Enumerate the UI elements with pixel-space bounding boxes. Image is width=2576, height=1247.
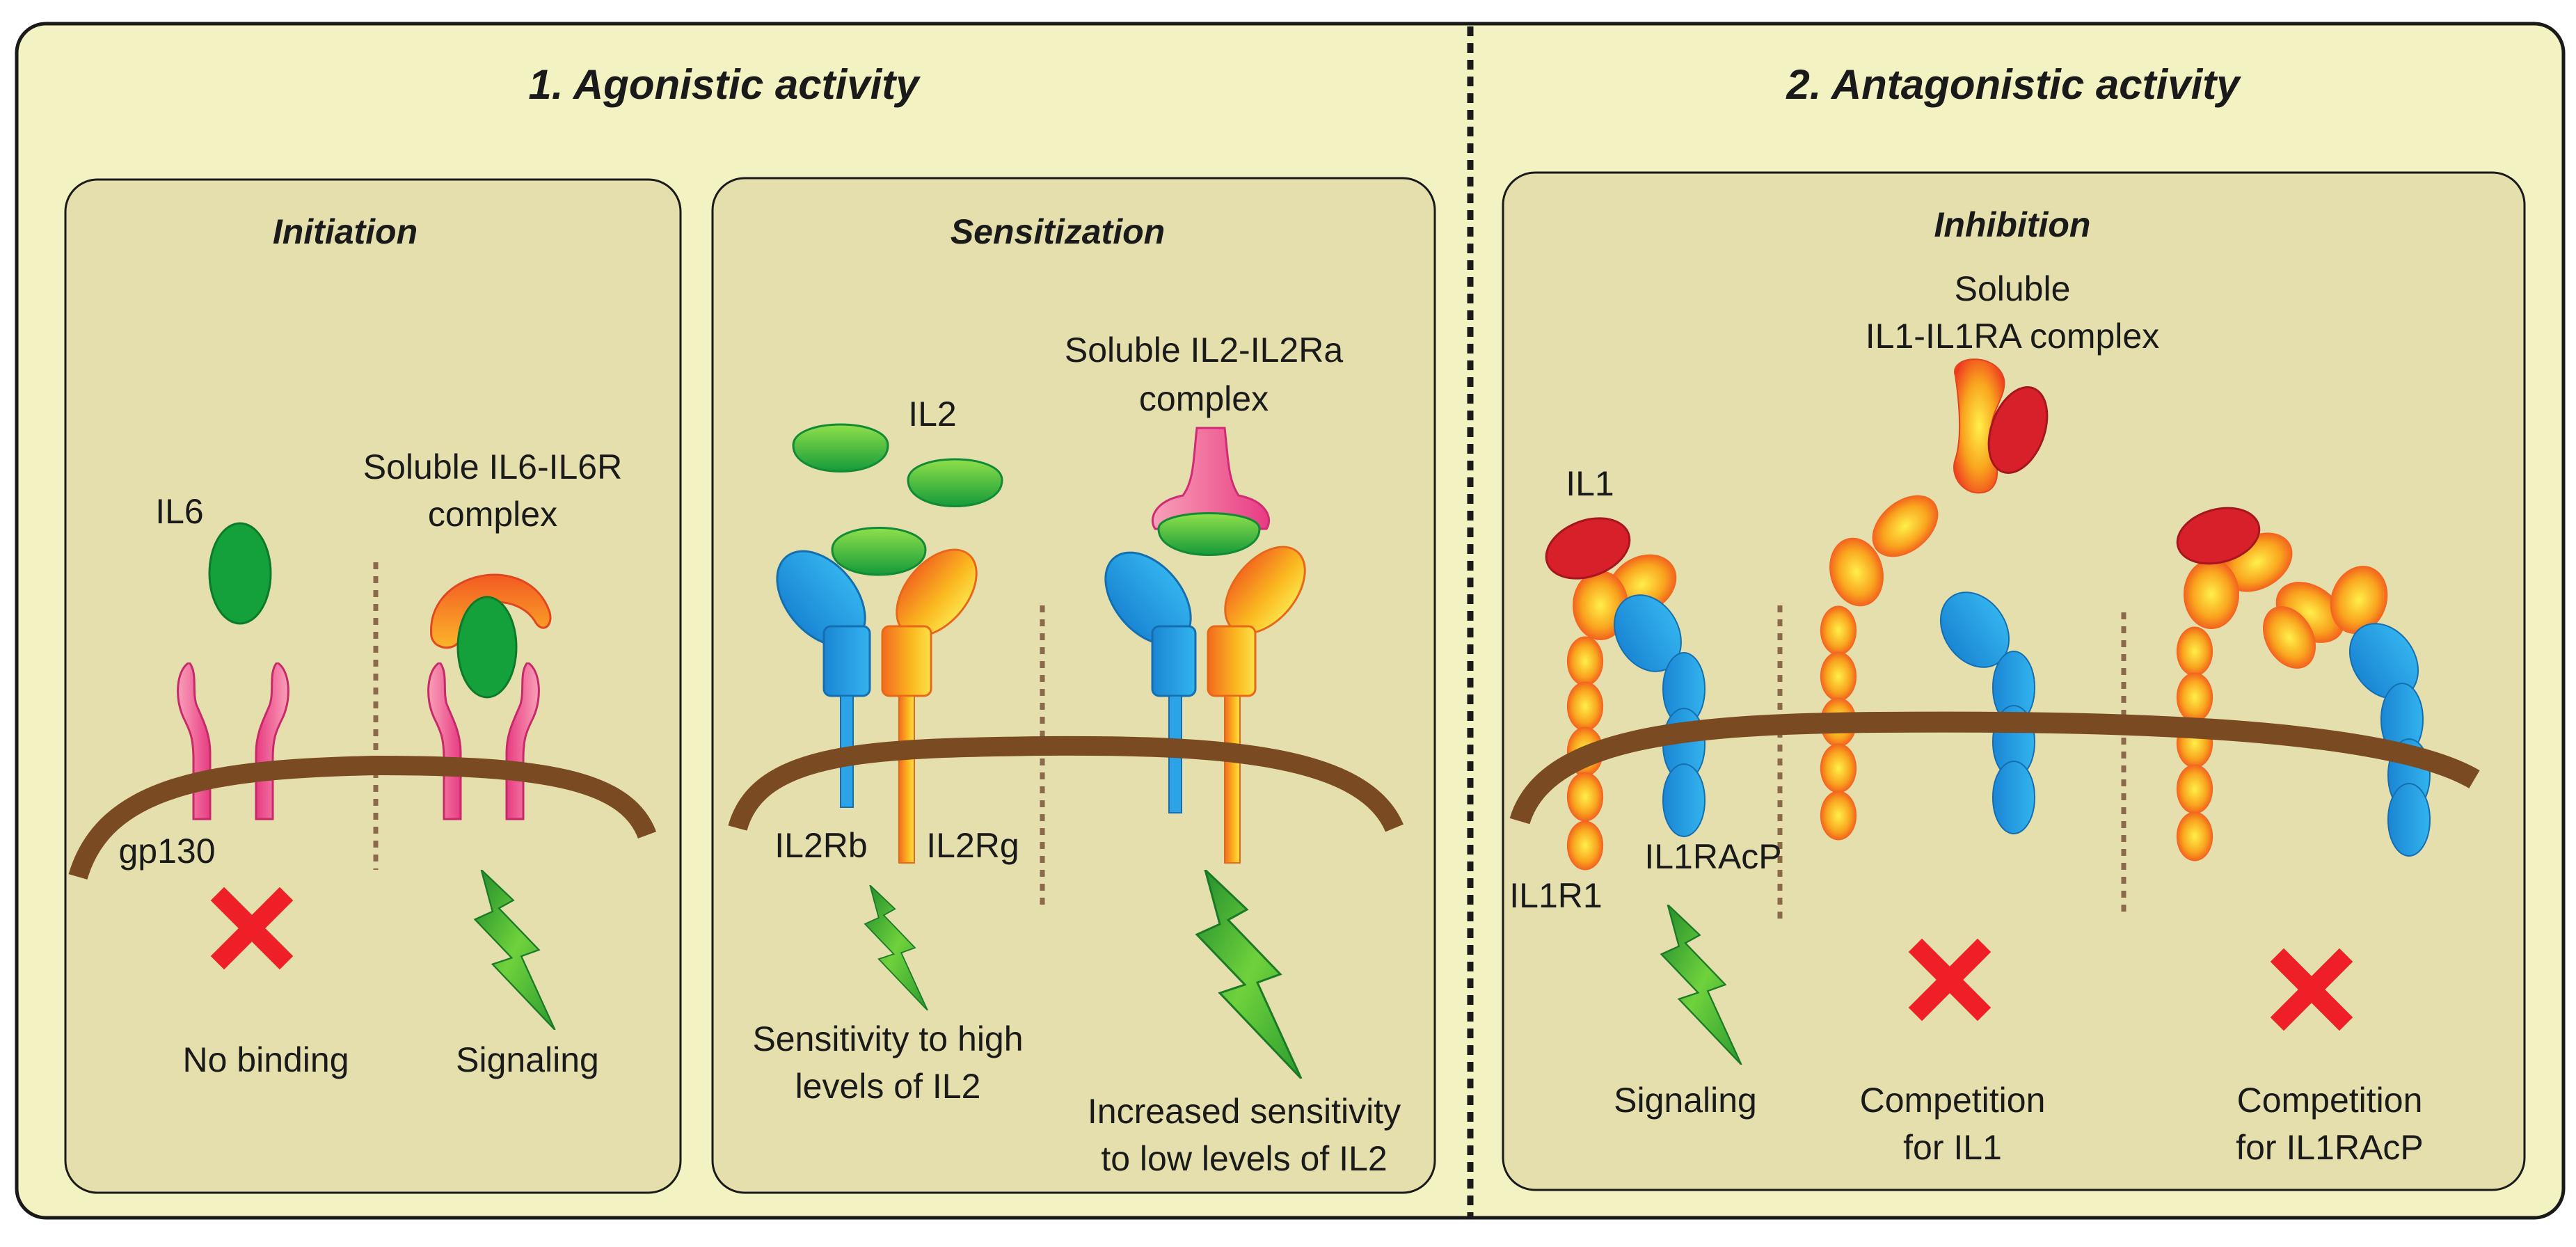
il2rg-receptor-left bbox=[881, 548, 978, 864]
label-competition-il1racp-line2: for IL1RAcP bbox=[2236, 1128, 2424, 1167]
label-il6: IL6 bbox=[155, 492, 204, 531]
panel-title-inhibition: Inhibition bbox=[1934, 205, 2091, 244]
label-sensitivity-low-line2: to low levels of IL2 bbox=[1101, 1139, 1387, 1178]
il2-ligand-1 bbox=[792, 423, 889, 472]
il6-ligand bbox=[208, 522, 272, 625]
il1-ligand-group3 bbox=[2176, 507, 2261, 565]
label-competition-il1-line2: for IL1 bbox=[1903, 1128, 2002, 1167]
il1-il1ra-soluble-complex bbox=[1953, 358, 2049, 494]
label-competition-il1racp-line1: Competition bbox=[2237, 1081, 2423, 1120]
label-gp130: gp130 bbox=[118, 832, 215, 871]
cell-membrane-sensitization bbox=[728, 736, 1404, 832]
label-il1racp: IL1RAcP bbox=[1644, 837, 1781, 876]
label-il6-il6r-line2: complex bbox=[428, 495, 557, 534]
il2rb-receptor-right bbox=[1104, 551, 1197, 813]
label-il1: IL1 bbox=[1566, 464, 1614, 503]
label-il1-il1ra-line2: IL1-IL1RA complex bbox=[1866, 317, 2159, 356]
label-signaling-inhibition: Signaling bbox=[1614, 1081, 1757, 1120]
il2-complexed-ligand bbox=[1157, 512, 1261, 556]
panel-title-sensitization: Sensitization bbox=[951, 212, 1165, 251]
label-signaling-initiation: Signaling bbox=[456, 1040, 599, 1079]
label-il1-il1ra-line1: Soluble bbox=[1955, 269, 2071, 308]
label-competition-il1-line1: Competition bbox=[1860, 1081, 2046, 1120]
panel-initiation: Initiation IL6 Soluble IL6-IL6R complex … bbox=[64, 178, 682, 1194]
label-sensitivity-high-line1: Sensitivity to high bbox=[752, 1019, 1023, 1058]
section-title-antagonistic: 2. Antagonistic activity bbox=[1786, 61, 2241, 108]
panel-sensitization: Sensitization IL2 Soluble IL2-IL2Ra comp… bbox=[711, 177, 1436, 1194]
label-il2-il2ra-line2: complex bbox=[1139, 379, 1269, 418]
il2-bound-ligand bbox=[831, 527, 927, 576]
label-il1r1: IL1R1 bbox=[1509, 876, 1602, 915]
label-il2: IL2 bbox=[908, 395, 957, 434]
il2ra-soluble-receptor bbox=[1151, 427, 1271, 530]
label-il2rb: IL2Rb bbox=[774, 826, 867, 865]
label-sensitivity-low-line1: Increased sensitivity bbox=[1088, 1092, 1401, 1131]
il2rg-receptor-right bbox=[1207, 546, 1306, 864]
section-title-agonistic: 1. Agonistic activity bbox=[528, 61, 921, 108]
panel-inhibition: Inhibition Soluble IL1-IL1RA complex IL1 bbox=[1502, 171, 2526, 1191]
panel-title-initiation: Initiation bbox=[273, 212, 418, 251]
il2rb-receptor-left bbox=[776, 550, 871, 808]
label-il2rg: IL2Rg bbox=[926, 826, 1019, 865]
il1-ligand-bound bbox=[1545, 517, 1631, 580]
cell-membrane-inhibition bbox=[1509, 711, 2480, 825]
cell-membrane-initiation bbox=[68, 755, 657, 880]
label-sensitivity-high-line2: levels of IL2 bbox=[795, 1067, 981, 1106]
label-no-binding: No binding bbox=[182, 1040, 349, 1079]
il6-bound-ligand bbox=[456, 596, 518, 699]
label-il6-il6r-line1: Soluble IL6-IL6R bbox=[363, 447, 622, 486]
label-il2-il2ra-line1: Soluble IL2-IL2Ra bbox=[1065, 331, 1343, 370]
il2-ligand-2 bbox=[907, 458, 1003, 507]
il1ra-soluble-receptor-group3 bbox=[2263, 566, 2388, 669]
il1r1-receptor-group2 bbox=[1820, 495, 1939, 841]
